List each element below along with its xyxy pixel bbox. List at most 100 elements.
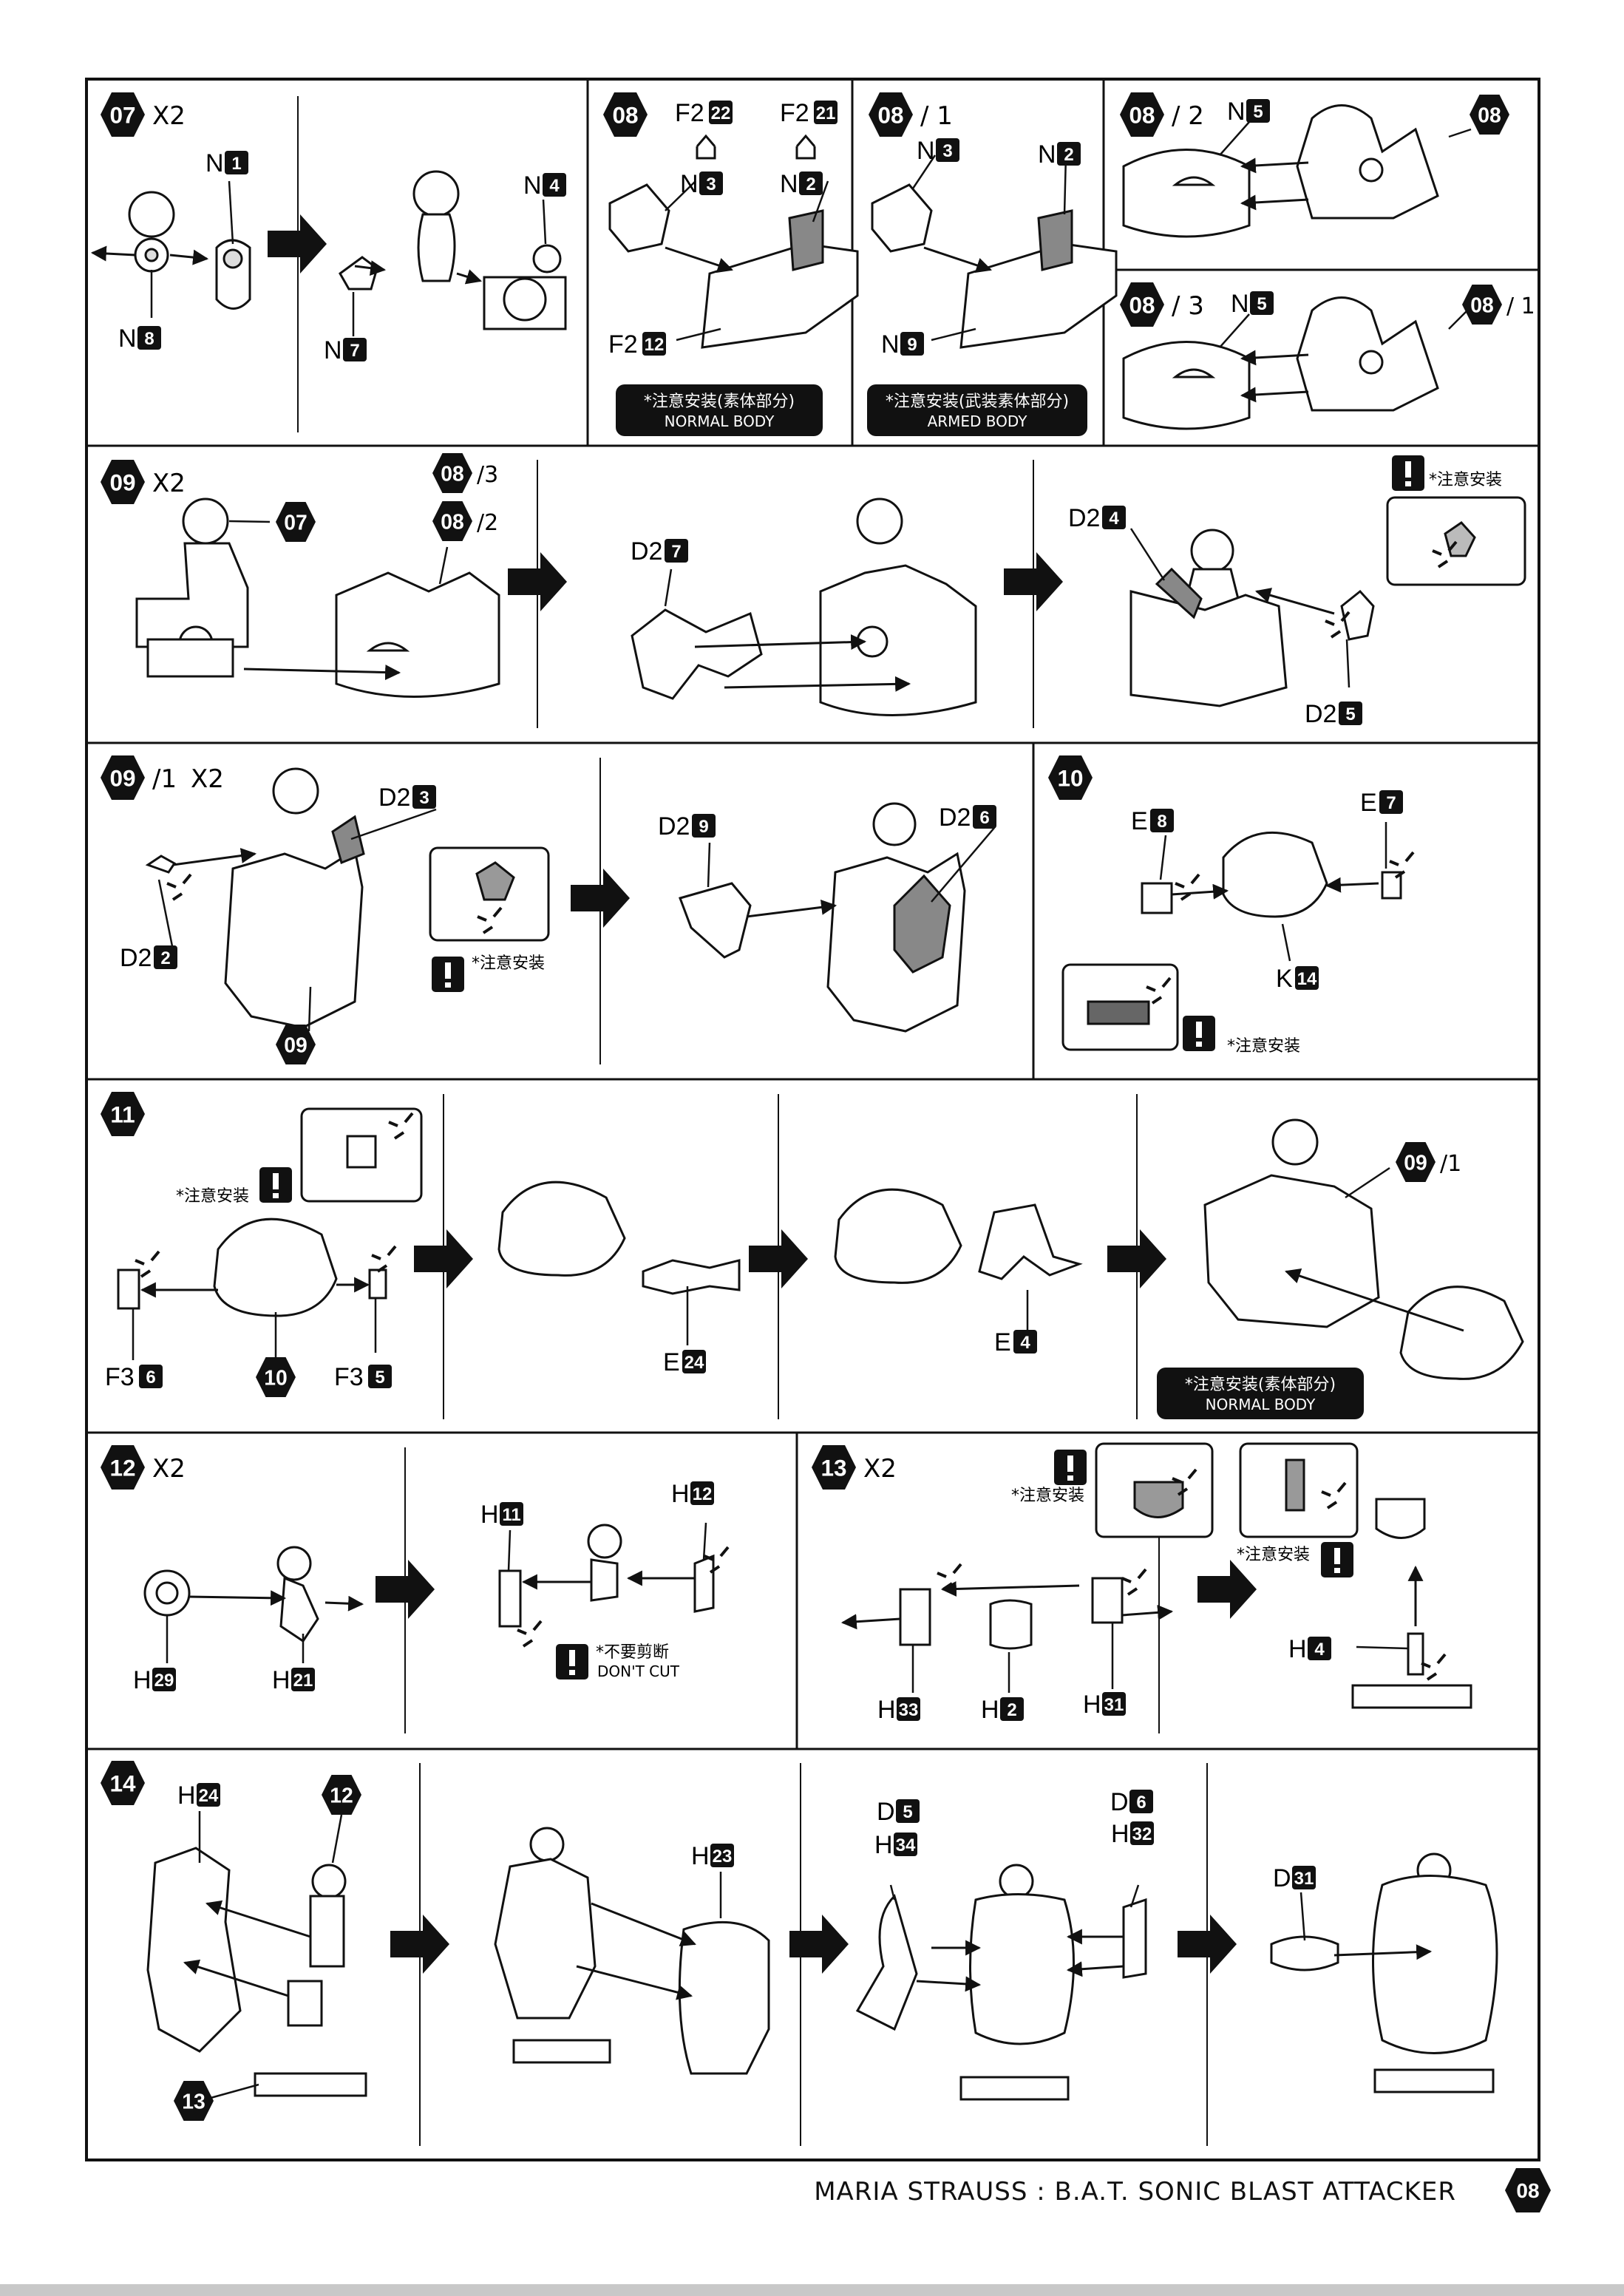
part-number: 12 [645, 335, 665, 355]
step-s08_2-badge: 08 [1120, 92, 1164, 137]
part-prefix: H [272, 1666, 291, 1694]
step-s08-badge-text: 08 [612, 101, 638, 128]
step-s07-badge-text: 07 [109, 101, 135, 128]
ref-r08_1-sub: / 1 [1506, 293, 1535, 319]
part-prefix: N [881, 330, 900, 359]
part-prefix: D [1110, 1788, 1129, 1816]
part-number: 21 [816, 103, 836, 123]
note-no-cut-en: DON'T CUT [597, 1662, 680, 1680]
step-s12-qty: X2 [152, 1454, 186, 1484]
part-prefix: N [680, 170, 699, 198]
part-prefix: D [877, 1798, 895, 1826]
ref-r09_1-sub: /1 [1440, 1151, 1461, 1177]
note-caution-10: *注意安装 [1227, 1037, 1300, 1056]
step-s07-qty: X2 [152, 101, 186, 131]
part-number: 7 [350, 341, 359, 361]
part-number: 5 [903, 1802, 912, 1822]
part-number: 24 [684, 1353, 704, 1373]
page-number: 08 [1516, 2179, 1539, 2202]
step-s09_1-sub: /1 [152, 764, 177, 794]
part-prefix: D2 [631, 537, 662, 565]
note-caution-13a: *注意安装 [1011, 1487, 1084, 1505]
part-prefix: N [1038, 140, 1056, 169]
step-s08_2-sub: / 2 [1172, 101, 1204, 131]
ref-r08_2-sub: /2 [477, 510, 498, 536]
part-number: 2 [1007, 1700, 1016, 1720]
step-s12-badge: 12 [101, 1445, 145, 1490]
part-number: 5 [1253, 102, 1263, 122]
step-s08_3-sub: / 3 [1172, 291, 1204, 321]
note-normal-body-cn-11: *注意安装(素体部分) [1185, 1376, 1336, 1394]
part-prefix: H [1083, 1691, 1101, 1719]
note-armed-body-en: ARMED BODY [928, 412, 1028, 430]
part-prefix: N [917, 137, 935, 165]
step-s08_3-badge: 08 [1120, 282, 1164, 327]
ref-r09_1-badge-text: 09 [1404, 1151, 1427, 1175]
assembly-arrows [90, 157, 1464, 2000]
page-number-badge: 08 [1504, 2166, 1552, 2215]
ref-r10-badge-text: 10 [264, 1366, 288, 1390]
part-prefix: F2 [608, 330, 638, 359]
part-number: 6 [1136, 1793, 1146, 1813]
part-prefix: E [663, 1348, 680, 1376]
step-s08_3-badge-text: 08 [1129, 291, 1155, 318]
part-prefix: H [981, 1696, 999, 1724]
ref-r09-badge: 09 [276, 1025, 316, 1064]
part-prefix: H [877, 1696, 896, 1724]
part-number: 8 [1157, 812, 1166, 832]
step-s08_2-badge-text: 08 [1129, 101, 1155, 128]
step-s09-badge-text: 09 [109, 469, 135, 495]
part-number: 29 [154, 1671, 174, 1691]
part-prefix: N [118, 325, 137, 353]
part-prefix: H [133, 1666, 152, 1694]
step-s09-qty: X2 [152, 469, 186, 498]
part-number: 34 [896, 1835, 916, 1855]
ref-r08_3-badge: 08 [432, 453, 472, 493]
part-prefix: H [691, 1842, 710, 1870]
part-prefix: H [874, 1831, 893, 1859]
ref-r07-badge-text: 07 [284, 511, 308, 534]
step-s13-qty: X2 [863, 1454, 897, 1484]
caution-notes: *注意安装 *注意安装 *注意安装 *注意安装 *注意安装 *注意安装 *不要剪… [176, 384, 1502, 1680]
part-prefix: N [324, 336, 342, 364]
part-prefix: E [994, 1328, 1011, 1356]
part-number: 5 [375, 1368, 384, 1388]
part-prefix: N [205, 149, 224, 177]
ref-r12-badge-text: 12 [330, 1784, 353, 1807]
part-prefix: D2 [120, 944, 152, 972]
ref-r09_1-badge: 09 [1396, 1142, 1436, 1182]
part-number: 4 [1314, 1640, 1325, 1660]
part-prefix: H [177, 1782, 196, 1810]
step-s08_1-badge: 08 [869, 92, 913, 137]
part-prefix: N [523, 171, 542, 200]
part-prefix: N [1231, 290, 1249, 318]
part-prefix: F3 [105, 1363, 135, 1391]
part-prefix: F2 [675, 99, 704, 127]
part-number: 24 [199, 1786, 219, 1806]
step-s14-badge-text: 14 [109, 1770, 136, 1796]
part-number: 9 [699, 817, 708, 837]
ref-r08-badge-text: 08 [1478, 103, 1501, 127]
ref-r08_3-badge-text: 08 [441, 462, 464, 486]
bottom-scan-edge [0, 2284, 1624, 2296]
part-prefix: H [671, 1480, 690, 1508]
part-number: 2 [160, 948, 170, 968]
